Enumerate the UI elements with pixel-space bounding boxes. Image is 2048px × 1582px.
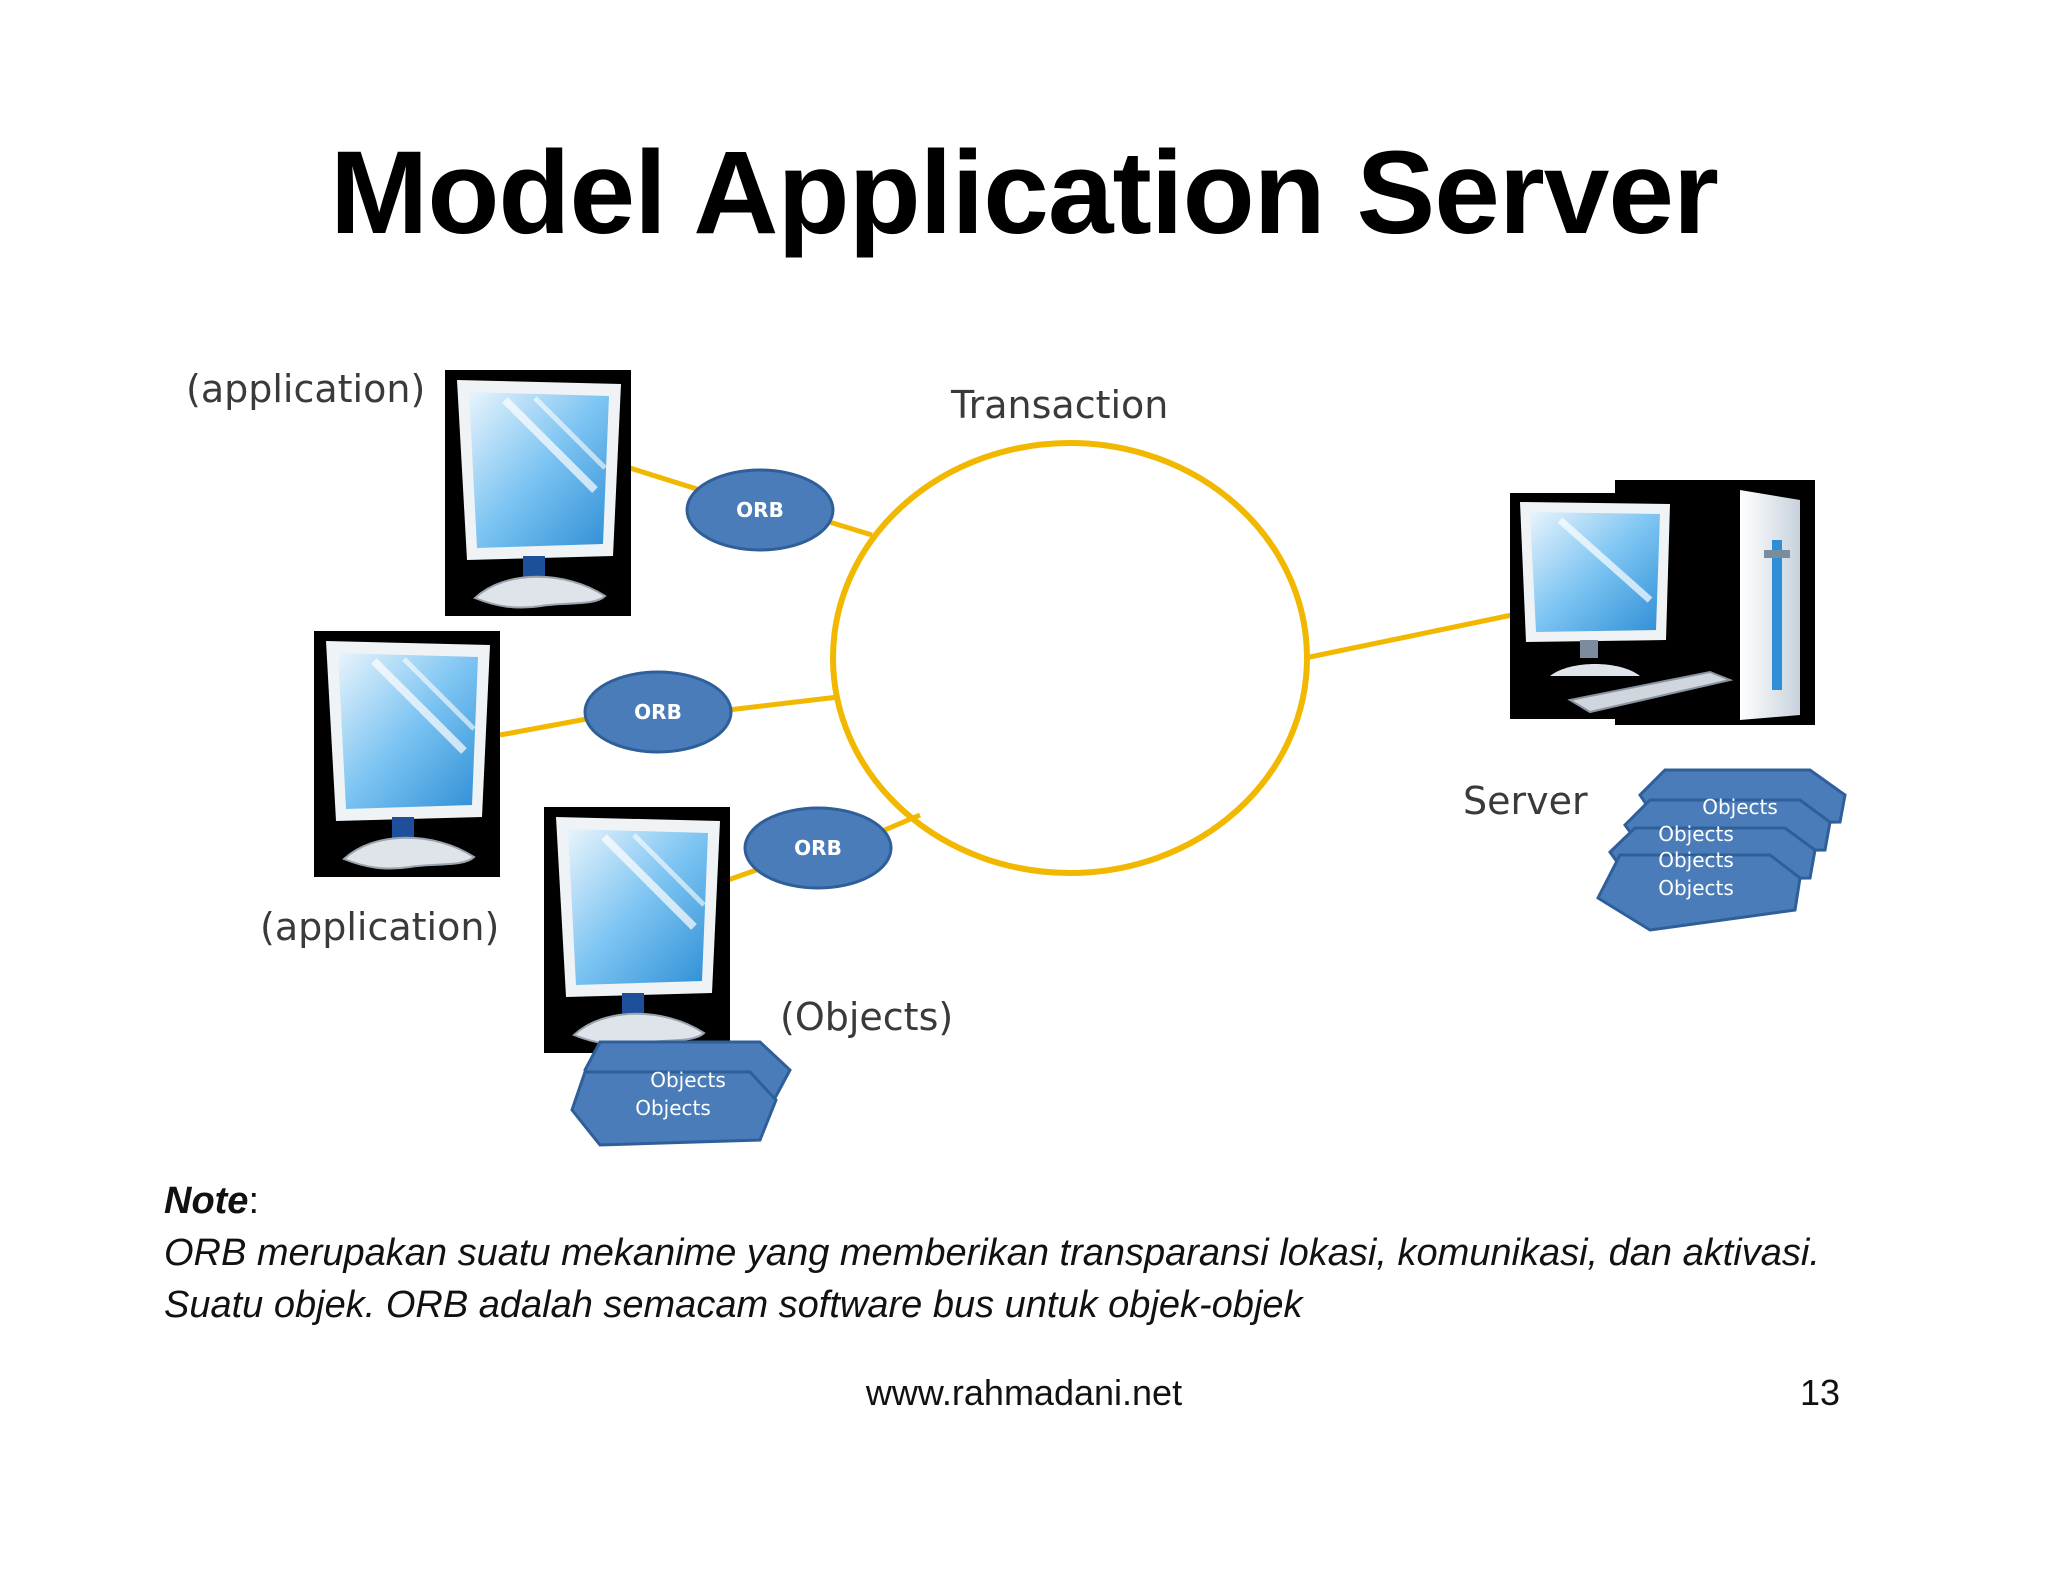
client-computer-3 <box>544 807 730 1053</box>
orb-label-1: ORB <box>736 498 784 522</box>
orb-label-2: ORB <box>634 700 682 724</box>
link-orb2-ring <box>727 694 839 713</box>
orb-node-1: ORB <box>685 468 835 552</box>
orb-node-2: ORB <box>583 670 733 754</box>
client-objects-label-2: Objects <box>635 1096 711 1120</box>
note-colon: : <box>248 1180 260 1222</box>
transaction-ring <box>830 440 1310 876</box>
link-client1-orb <box>629 465 701 493</box>
orb-label-3: ORB <box>794 836 842 860</box>
server-objects-label-4: Objects <box>1658 876 1734 900</box>
note-block: Note: ORB merupakan suatu mekanime yang … <box>164 1175 1924 1331</box>
client-computer-1 <box>445 370 631 616</box>
orb-node-3: ORB <box>743 806 893 890</box>
slide-title: Model Application Server <box>330 127 1719 259</box>
application-label-mid: (application) <box>260 905 499 949</box>
application-label-top: (application) <box>186 367 425 411</box>
server-objects-stack: Objects Objects Objects Objects <box>1596 768 1847 932</box>
transaction-label: Transaction <box>950 383 1168 427</box>
server-objects-label-3: Objects <box>1658 848 1734 872</box>
server-objects-label-1: Objects <box>1702 795 1778 819</box>
client-objects-stack: Objects Objects <box>570 1040 792 1147</box>
footer-url: www.rahmadani.net <box>865 1372 1183 1413</box>
link-client2-orb <box>499 715 593 738</box>
note-heading: Note <box>164 1180 249 1222</box>
link-ring-server <box>1304 612 1513 661</box>
server-computer <box>1510 480 1815 725</box>
page-number: 13 <box>1800 1372 1841 1413</box>
server-objects-label-2: Objects <box>1658 822 1734 846</box>
client-computer-2 <box>314 631 500 877</box>
client-objects-label-1: Objects <box>650 1068 726 1092</box>
objects-label: (Objects) <box>780 995 953 1039</box>
note-text: ORB merupakan suatu mekanime yang member… <box>164 1232 1820 1326</box>
server-label: Server <box>1463 779 1588 823</box>
